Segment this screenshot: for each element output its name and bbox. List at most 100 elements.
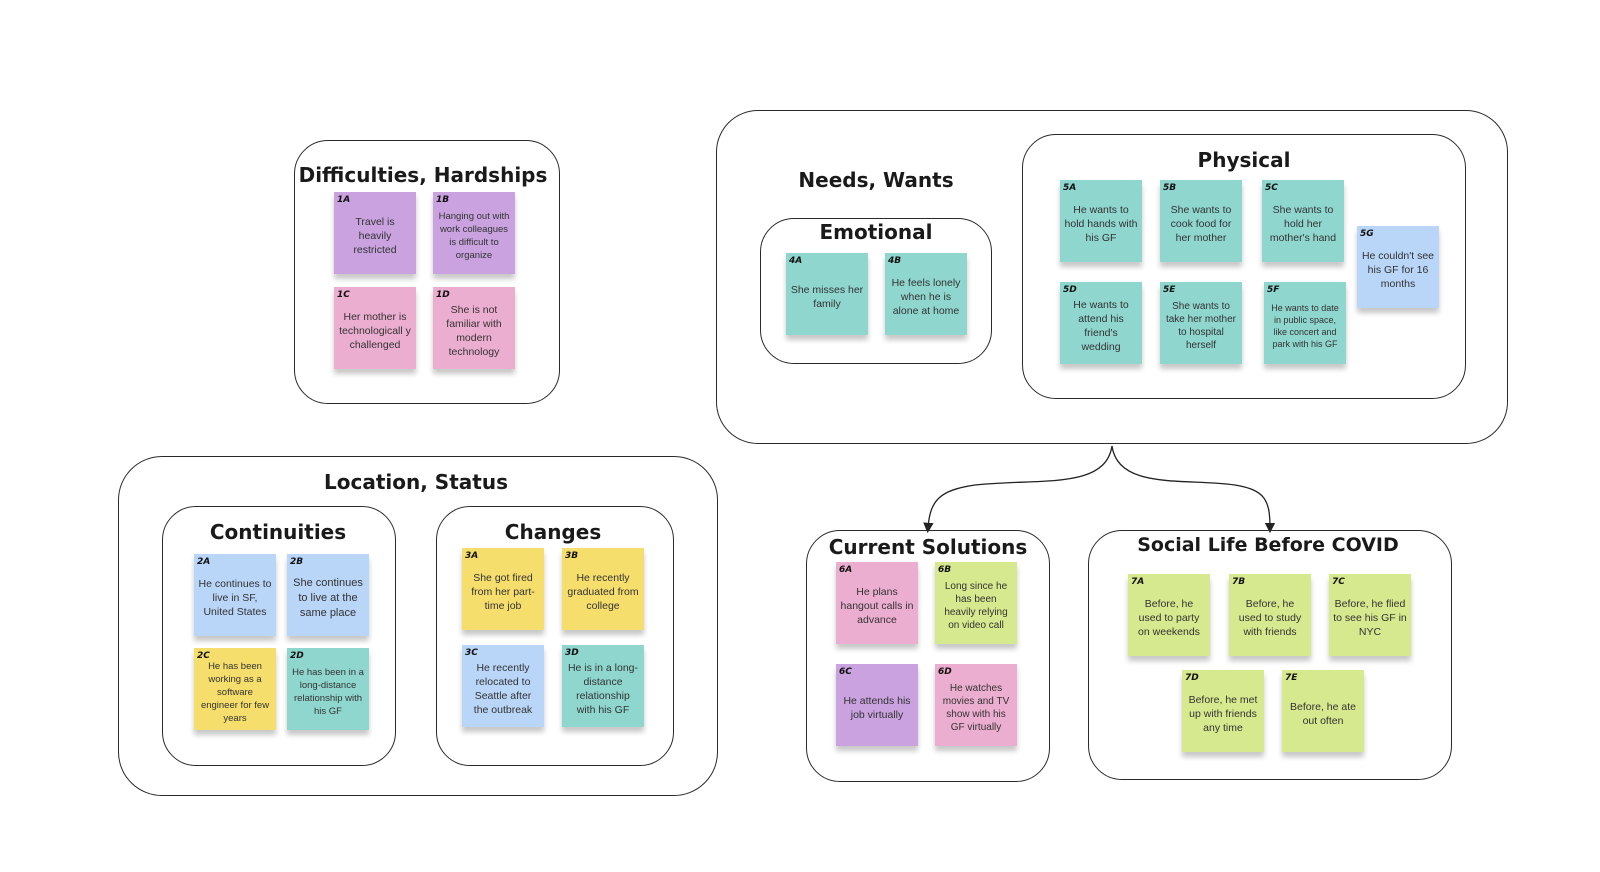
note-text: She wants to hold her mother's hand (1269, 204, 1337, 244)
note-text: He continues to live in SF, United State… (198, 578, 272, 618)
group-needs-wants (716, 110, 1508, 444)
note-2b[interactable]: 2B She continues to live at the same pla… (287, 554, 369, 636)
note-3d[interactable]: 3D He is in a long-distance relationship… (562, 645, 644, 727)
note-text: Before, he ate out often (1290, 701, 1356, 727)
note-1c[interactable]: 1C Her mother is technologicall y challe… (334, 287, 416, 369)
note-tag: 2D (290, 651, 304, 661)
note-3a[interactable]: 3A She got fired from her part-time job (462, 548, 544, 630)
note-6d[interactable]: 6D He watches movies and TV show with hi… (935, 664, 1017, 746)
note-tag: 1B (436, 195, 450, 205)
note-tag: 5D (1063, 285, 1077, 295)
note-tag: 3B (565, 551, 579, 561)
note-text: She wants to cook food for her mother (1170, 204, 1232, 244)
note-text: Before, he flied to see his GF in NYC (1333, 598, 1407, 638)
note-text: Before, he used to study with friends (1238, 598, 1302, 638)
note-text: Hanging out with work colleagues is diff… (438, 211, 510, 261)
group-changes (436, 506, 674, 766)
note-text: Before, he met up with friends any time (1188, 694, 1258, 734)
note-5g[interactable]: 5G He couldn't see his GF for 16 months (1357, 226, 1439, 308)
note-3c[interactable]: 3C He recently relocated to Seattle afte… (462, 645, 544, 727)
note-tag: 3A (465, 551, 479, 561)
title-location-status: Location, Status (324, 470, 508, 494)
note-text: He has been working as a software engine… (200, 660, 270, 724)
group-emotional (760, 218, 992, 364)
note-6b[interactable]: 6B Long since he has been heavily relyin… (935, 562, 1017, 644)
arrow-to-current-solutions (923, 445, 1113, 534)
note-7e[interactable]: 7E Before, he ate out often (1282, 670, 1364, 752)
group-current-solutions (806, 530, 1050, 782)
note-1b[interactable]: 1B Hanging out with work colleagues is d… (433, 192, 515, 274)
arrow-to-social-life (1111, 445, 1276, 534)
note-7c[interactable]: 7C Before, he flied to see his GF in NYC (1329, 574, 1411, 656)
title-current-solutions: Current Solutions (828, 535, 1028, 559)
group-social-life (1088, 530, 1452, 780)
note-5b[interactable]: 5B She wants to cook food for her mother (1160, 180, 1242, 262)
note-tag: 4B (888, 256, 902, 266)
group-physical (1022, 134, 1466, 399)
note-1a[interactable]: 1A Travel is heavily restricted (334, 192, 416, 274)
note-text: She wants to take her mother to hospital… (1165, 301, 1237, 351)
note-text: He plans hangout calls in advance (840, 586, 914, 626)
note-7d[interactable]: 7D Before, he met up with friends any ti… (1182, 670, 1264, 752)
note-tag: 3D (565, 648, 579, 658)
note-tag: 6C (839, 667, 852, 677)
note-5c[interactable]: 5C She wants to hold her mother's hand (1262, 180, 1344, 262)
note-tag: 3C (465, 648, 478, 658)
title-emotional: Emotional (819, 220, 933, 244)
note-5a[interactable]: 5A He wants to hold hands with his GF (1060, 180, 1142, 262)
note-tag: 5F (1267, 285, 1280, 295)
note-tag: 7C (1332, 577, 1345, 587)
note-text: Long since he has been heavily relying o… (944, 581, 1008, 631)
note-tag: 5A (1063, 183, 1077, 193)
note-5e[interactable]: 5E She wants to take her mother to hospi… (1160, 282, 1242, 364)
note-tag: 5B (1163, 183, 1177, 193)
title-needs-wants: Needs, Wants (798, 168, 954, 192)
note-text: She misses her family (790, 284, 864, 310)
note-6c[interactable]: 6C He attends his job virtually (836, 664, 918, 746)
note-tag: 2B (290, 557, 304, 567)
note-2c[interactable]: 2C He has been working as a software eng… (194, 648, 276, 730)
note-1d[interactable]: 1D She is not familiar with modern techn… (433, 287, 515, 369)
note-tag: 7D (1185, 673, 1199, 683)
note-tag: 6D (938, 667, 952, 677)
note-6a[interactable]: 6A He plans hangout calls in advance (836, 562, 918, 644)
note-tag: 7B (1232, 577, 1246, 587)
note-text: He has been in a long-distance relations… (292, 667, 364, 717)
note-text: He wants to date in public space, like c… (1271, 303, 1339, 349)
group-continuities (162, 506, 396, 766)
note-3b[interactable]: 3B He recently graduated from college (562, 548, 644, 630)
note-tag: 5C (1265, 183, 1278, 193)
note-4a[interactable]: 4A She misses her family (786, 253, 868, 335)
note-text: He wants to hold hands with his GF (1064, 204, 1138, 244)
note-tag: 5G (1360, 229, 1374, 239)
note-tag: 1C (337, 290, 350, 300)
note-text: He attends his job virtually (843, 695, 911, 721)
note-text: He wants to attend his friend's wedding (1073, 299, 1129, 353)
note-4b[interactable]: 4B He feels lonely when he is alone at h… (885, 253, 967, 335)
group-difficulties (294, 140, 560, 404)
note-tag: 7E (1285, 673, 1298, 683)
note-7b[interactable]: 7B Before, he used to study with friends (1229, 574, 1311, 656)
note-7a[interactable]: 7A Before, he used to party on weekends (1128, 574, 1210, 656)
note-5d[interactable]: 5D He wants to attend his friend's weddi… (1060, 282, 1142, 364)
note-2d[interactable]: 2D He has been in a long-distance relati… (287, 648, 369, 730)
note-text: He is in a long-distance relationship wi… (567, 662, 639, 716)
group-location-status (118, 456, 718, 796)
title-difficulties: Difficulties, Hardships (298, 163, 548, 187)
title-changes: Changes (504, 520, 602, 544)
note-tag: 2A (197, 557, 211, 567)
note-text: She continues to live at the same place (293, 576, 363, 619)
title-continuities: Continuities (209, 520, 347, 544)
note-2a[interactable]: 2A He continues to live in SF, United St… (194, 554, 276, 636)
note-text: He recently graduated from college (567, 572, 639, 612)
note-tag: 1A (337, 195, 351, 205)
note-tag: 2C (197, 651, 210, 661)
note-text: He couldn't see his GF for 16 months (1361, 250, 1435, 290)
title-social-life: Social Life Before COVID (1137, 534, 1399, 556)
note-5f[interactable]: 5F He wants to date in public space, lik… (1264, 282, 1346, 364)
note-tag: 7A (1131, 577, 1145, 587)
note-tag: 6A (839, 565, 853, 575)
note-text: Travel is heavily restricted (353, 216, 397, 256)
note-text: He watches movies and TV show with his G… (942, 683, 1010, 733)
